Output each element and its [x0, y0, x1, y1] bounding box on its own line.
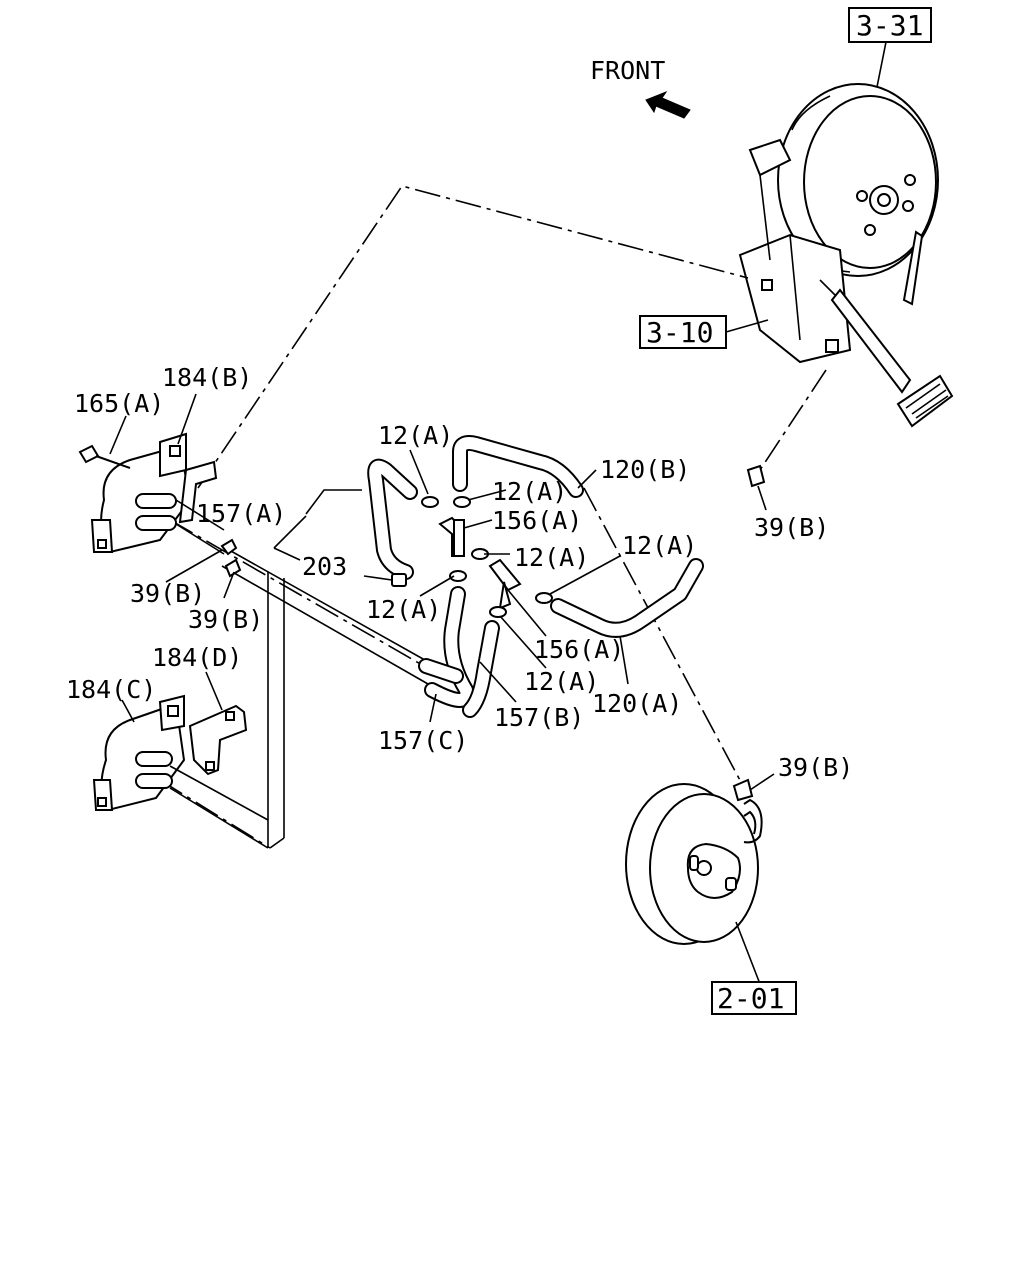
label-39b-left-b: 39(B)	[188, 605, 263, 634]
ref-label-master-cylinder: 3-31	[856, 9, 923, 42]
label-157c: 157(C)	[378, 726, 468, 755]
callout-labels: 184(B) 165(A) 12(A) 12(A) 120(B) 156(A) …	[66, 363, 853, 782]
hose-157b	[462, 620, 500, 718]
label-120a: 120(A)	[592, 689, 682, 718]
ref-label-pedal-bracket: 3-10	[646, 316, 713, 349]
ref-label-booster: 2-01	[717, 982, 784, 1015]
label-39b-pedal: 39(B)	[754, 513, 829, 542]
label-12a-right-top: 12(A)	[492, 477, 567, 506]
label-12a-mid: 12(A)	[514, 543, 589, 572]
vacuum-pipe-run	[169, 538, 433, 849]
leader-lines	[109, 393, 775, 791]
label-165a: 165(A)	[74, 389, 164, 418]
label-184d: 184(D)	[152, 643, 242, 672]
label-184c: 184(C)	[66, 675, 156, 704]
label-156a-lower: 156(A)	[534, 635, 624, 664]
label-184b: 184(B)	[162, 363, 252, 392]
label-120b: 120(B)	[600, 455, 690, 484]
label-203: 203	[302, 552, 347, 581]
vacuum-tank-upper	[78, 432, 225, 555]
vacuum-tank-lower	[92, 694, 248, 812]
hose-157c	[418, 586, 475, 708]
label-157a: 157(A)	[196, 499, 286, 528]
ref-box-pedal-bracket	[639, 315, 727, 349]
label-39b-booster: 39(B)	[778, 753, 853, 782]
connectors	[391, 464, 766, 802]
label-39b-left-a: 39(B)	[130, 579, 205, 608]
front-label: FRONT	[590, 56, 665, 85]
label-156a-top: 156(A)	[492, 506, 582, 535]
master-cylinder-assembly: 3-31 3-10	[639, 7, 954, 428]
hose-120a	[550, 558, 704, 638]
front-arrow-icon	[645, 90, 691, 119]
label-12a-bottom: 12(A)	[524, 667, 599, 696]
hose-120b	[452, 435, 584, 498]
label-157b: 157(B)	[494, 703, 584, 732]
ref-box-master-cylinder	[848, 7, 932, 43]
label-12a-top: 12(A)	[378, 421, 453, 450]
label-12a-lower: 12(A)	[366, 595, 441, 624]
label-12a-right: 12(A)	[622, 531, 697, 560]
hose-157a	[367, 458, 418, 580]
brake-booster: 2-01	[625, 783, 797, 1015]
ref-box-booster	[711, 981, 797, 1015]
